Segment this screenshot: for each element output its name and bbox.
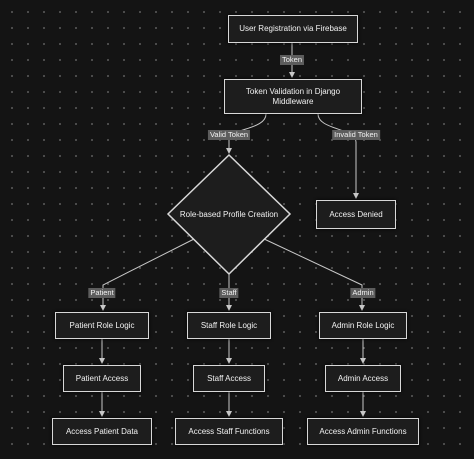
admin-functions-label: Access Admin Functions (319, 426, 407, 436)
admin-functions-node[interactable]: Access Admin Functions (307, 418, 419, 445)
staff-functions-label: Access Staff Functions (188, 426, 270, 436)
staff-logic-node[interactable]: Staff Role Logic (187, 312, 271, 339)
admin-access-node[interactable]: Admin Access (325, 365, 401, 392)
admin-logic-node[interactable]: Admin Role Logic (319, 312, 407, 339)
edge-label-invalid-token: Invalid Token (332, 130, 380, 140)
staff-logic-label: Staff Role Logic (200, 320, 258, 330)
edge-validation-to-denied (317, 113, 359, 199)
admin-logic-label: Admin Role Logic (331, 320, 395, 330)
registration-label: User Registration via Firebase (239, 24, 347, 33)
edge-label-patient: Patient (88, 288, 116, 298)
role-profile-diamond[interactable] (166, 153, 292, 276)
registration-node[interactable]: User Registration via Firebase (228, 15, 358, 43)
patient-logic-node[interactable]: Patient Role Logic (55, 312, 149, 339)
staff-access-label: Staff Access (207, 373, 251, 383)
edge-profile-to-admin (261, 237, 365, 311)
patient-logic-label: Patient Role Logic (69, 320, 135, 330)
patient-access-node[interactable]: Patient Access (63, 365, 141, 392)
token-validation-label: Token Validation in Django Middleware (245, 86, 341, 106)
edge-profile-to-patient (100, 237, 197, 311)
staff-functions-node[interactable]: Access Staff Functions (175, 418, 283, 445)
token-validation-node[interactable]: Token Validation in Django Middleware (224, 79, 362, 114)
edge-label-staff: Staff (219, 288, 239, 298)
patient-data-node[interactable]: Access Patient Data (52, 418, 152, 445)
access-denied-label: Access Denied (329, 209, 383, 219)
edge-label-admin: Admin (350, 288, 376, 298)
patient-access-label: Patient Access (75, 373, 129, 383)
edge-label-valid-token: Valid Token (207, 130, 251, 140)
patient-data-label: Access Patient Data (65, 426, 139, 436)
role-profile-label: Role-based Profile Creation (179, 210, 279, 219)
admin-access-label: Admin Access (337, 373, 389, 383)
staff-access-node[interactable]: Staff Access (193, 365, 265, 392)
edge-label-token: Token (279, 55, 305, 65)
access-denied-node[interactable]: Access Denied (316, 200, 396, 229)
